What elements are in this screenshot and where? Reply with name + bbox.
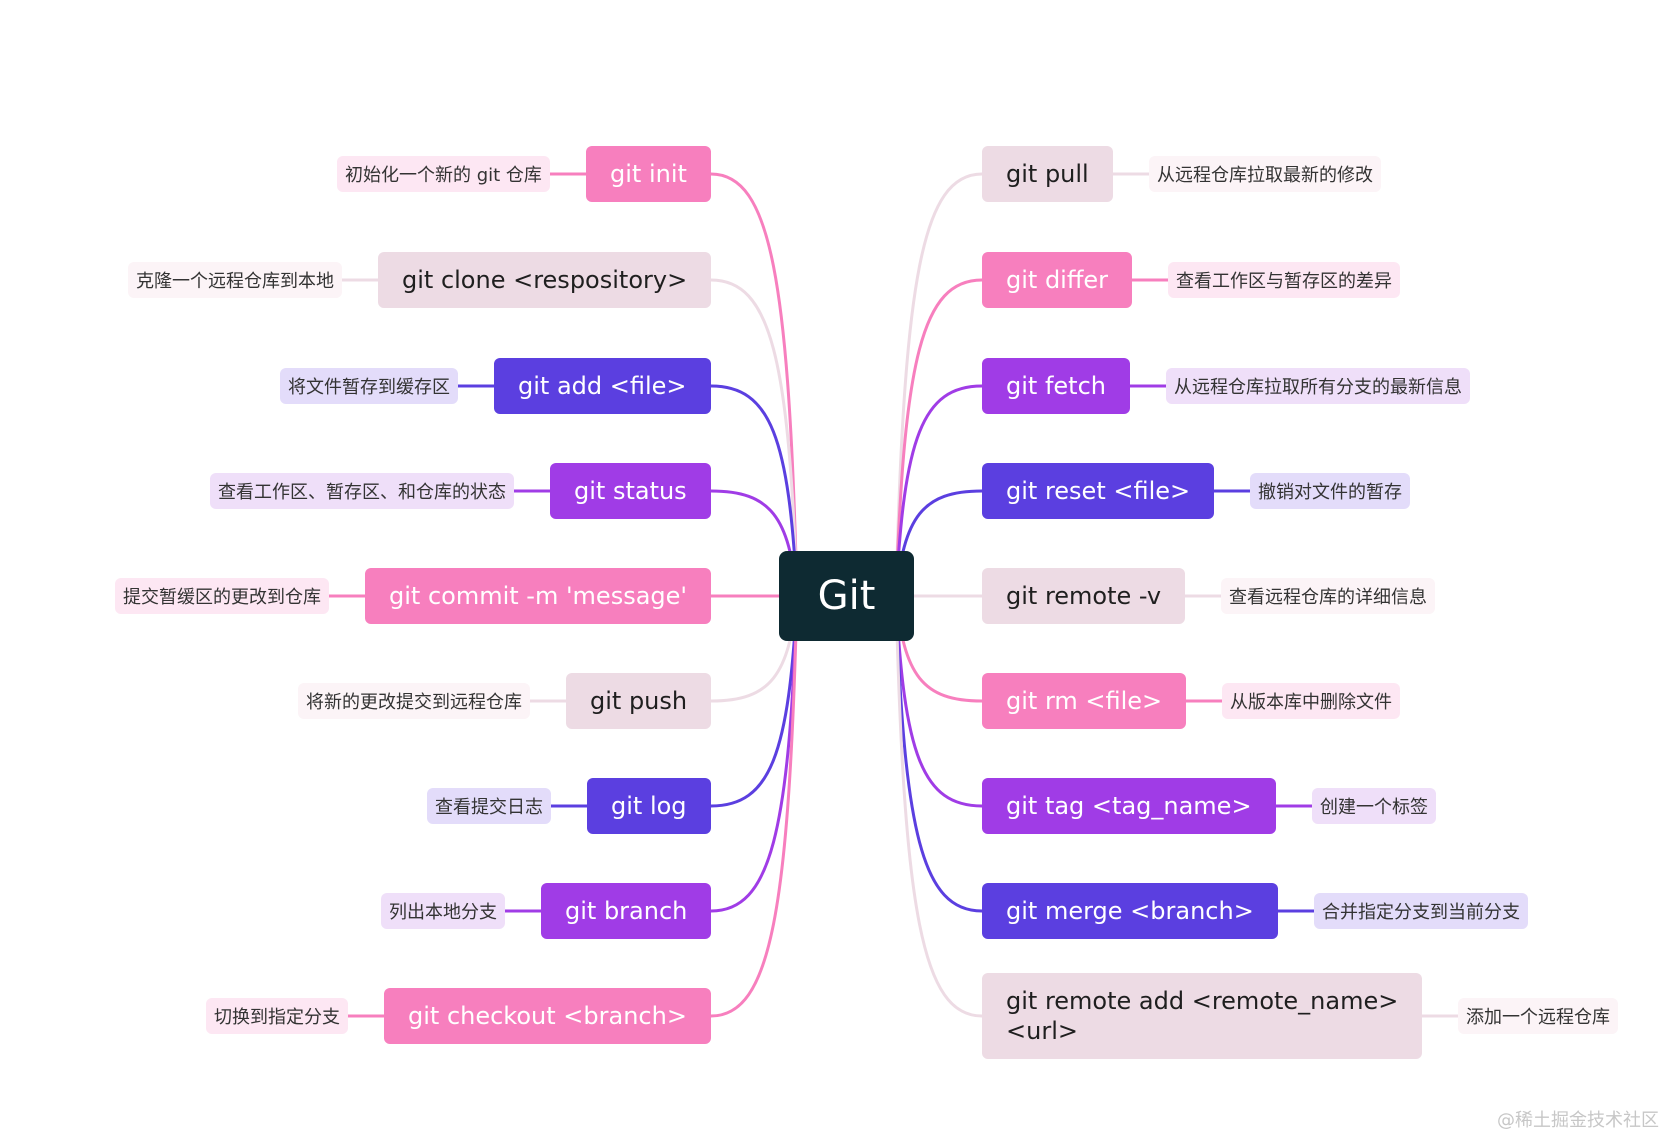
command-node-git-tag-tag-name: git tag <tag_name> xyxy=(982,778,1276,834)
command-node-git-clone-respository: git clone <respository> xyxy=(378,252,712,308)
command-label: git clone <respository> xyxy=(402,266,688,294)
description-git-rm-file: 从版本库中删除文件 xyxy=(1222,683,1400,719)
command-label: git branch xyxy=(565,897,688,925)
command-node-git-merge-branch: git merge <branch> xyxy=(982,883,1278,939)
command-label: git status xyxy=(574,477,687,505)
command-label: git differ xyxy=(1006,266,1109,294)
command-label: git push xyxy=(590,687,688,715)
connector-line xyxy=(894,172,984,598)
command-node-git-pull: git pull xyxy=(982,146,1113,202)
command-node-git-init: git init xyxy=(586,146,711,202)
description-git-checkout-branch: 切换到指定分支 xyxy=(206,998,348,1034)
description-git-merge-branch: 合并指定分支到当前分支 xyxy=(1314,893,1528,929)
root-label: Git xyxy=(817,573,876,619)
connector-line xyxy=(894,594,984,913)
connector-line xyxy=(894,384,984,598)
command-node-git-log: git log xyxy=(587,778,711,834)
command-node-git-push: git push xyxy=(566,673,712,729)
command-label: git merge <branch> xyxy=(1006,897,1254,925)
description-git-reset-file: 撤销对文件的暂存 xyxy=(1250,473,1410,509)
description-git-tag-tag-name: 创建一个标签 xyxy=(1312,788,1436,824)
command-node-git-remote-v: git remote -v xyxy=(982,568,1186,624)
description-git-commit-m-message: 提交暂缓区的更改到仓库 xyxy=(115,578,329,614)
description-git-differ: 查看工作区与暂存区的差异 xyxy=(1168,262,1400,298)
command-label: git remote add <remote_name> <url> xyxy=(1006,987,1399,1045)
command-node-git-status: git status xyxy=(550,463,711,519)
command-label: git remote -v xyxy=(1006,582,1162,610)
watermark: @稀土掘金技术社区 xyxy=(1497,1110,1659,1131)
root-node-git: Git xyxy=(779,551,914,641)
command-node-git-remote-add-remote-name: git remote add <remote_name> <url> xyxy=(982,973,1423,1059)
command-label: git checkout <branch> xyxy=(408,1002,687,1030)
connector-line xyxy=(709,594,799,913)
command-node-git-reset-file: git reset <file> xyxy=(982,463,1215,519)
connector-line xyxy=(894,594,984,1018)
description-git-log: 查看提交日志 xyxy=(427,788,551,824)
description-git-init: 初始化一个新的 git 仓库 xyxy=(337,156,550,192)
connector-line xyxy=(709,172,799,598)
command-label: git tag <tag_name> xyxy=(1006,792,1252,820)
command-node-git-commit-m-message: git commit -m 'message' xyxy=(365,568,712,624)
command-label: git rm <file> xyxy=(1006,687,1163,715)
command-node-git-add-file: git add <file> xyxy=(494,358,711,414)
description-git-push: 将新的更改提交到远程仓库 xyxy=(298,683,530,719)
command-label: git reset <file> xyxy=(1006,477,1191,505)
connector-line xyxy=(709,278,799,598)
command-label: git init xyxy=(610,160,687,188)
command-node-git-differ: git differ xyxy=(982,252,1133,308)
command-node-git-branch: git branch xyxy=(541,883,712,939)
command-label: git pull xyxy=(1006,160,1089,188)
command-node-git-checkout-branch: git checkout <branch> xyxy=(384,988,711,1044)
description-git-remote-v: 查看远程仓库的详细信息 xyxy=(1221,578,1435,614)
description-git-remote-add-remote-name: 添加一个远程仓库 xyxy=(1458,998,1618,1034)
command-label: git fetch xyxy=(1006,372,1106,400)
connector-line xyxy=(894,278,984,598)
command-label: git commit -m 'message' xyxy=(389,582,688,610)
connector-line xyxy=(709,594,799,1018)
command-label: git add <file> xyxy=(518,372,687,400)
description-git-pull: 从远程仓库拉取最新的修改 xyxy=(1149,156,1381,192)
command-node-git-fetch: git fetch xyxy=(982,358,1130,414)
command-label: git log xyxy=(611,792,687,820)
description-git-fetch: 从远程仓库拉取所有分支的最新信息 xyxy=(1166,368,1470,404)
description-git-add-file: 将文件暂存到缓存区 xyxy=(280,368,458,404)
description-git-status: 查看工作区、暂存区、和仓库的状态 xyxy=(210,473,514,509)
description-git-clone-respository: 克隆一个远程仓库到本地 xyxy=(128,262,342,298)
connector-line xyxy=(709,384,799,598)
description-git-branch: 列出本地分支 xyxy=(381,893,505,929)
command-node-git-rm-file: git rm <file> xyxy=(982,673,1187,729)
